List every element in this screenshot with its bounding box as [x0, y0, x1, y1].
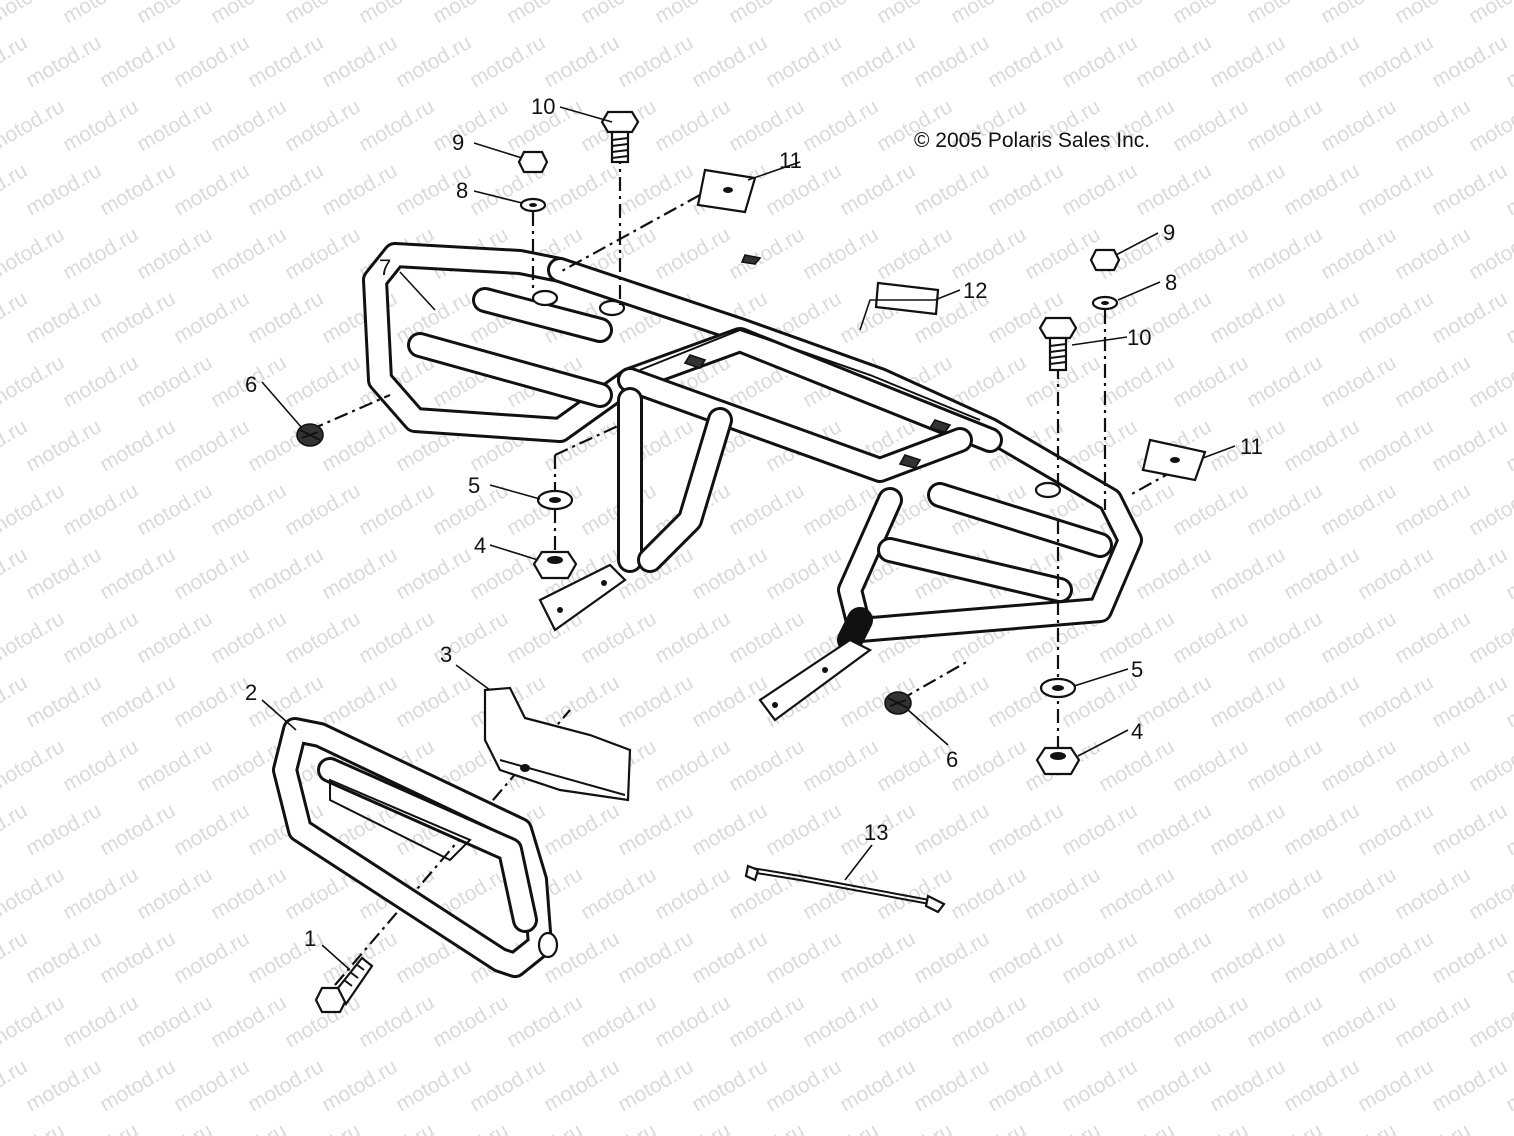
callout-10-left: 10	[531, 94, 555, 119]
callout-9-left: 9	[452, 130, 464, 155]
bolt-10-right	[1038, 316, 1078, 372]
callout-11-left: 11	[779, 148, 802, 173]
callout-1: 1	[304, 926, 316, 951]
callout-7: 7	[379, 255, 391, 280]
cable-tie-13	[744, 864, 946, 914]
callout-11-right: 11	[1240, 434, 1263, 459]
bolt-1	[314, 956, 374, 1014]
callout-6-left: 6	[245, 372, 257, 397]
callout-5-left: 5	[468, 473, 480, 498]
bolt-10-left	[600, 110, 640, 164]
nut-4-left	[532, 550, 578, 580]
callout-2: 2	[245, 680, 257, 705]
callout-8-right: 8	[1165, 270, 1177, 295]
nut-9-right	[1089, 248, 1121, 272]
assembly-lines	[309, 150, 1176, 986]
washer-5-left	[536, 489, 574, 511]
callout-9-right: 9	[1163, 220, 1175, 245]
washer-5-right	[1039, 677, 1077, 699]
nut-4-right	[1035, 746, 1081, 776]
callout-6-right: 6	[946, 747, 958, 772]
copyright-notice: © 2005 Polaris Sales Inc.	[914, 129, 1150, 152]
callout-labels: 10 9 8 11 7 6 12 9 8 10 11 5 4 5 4 6 3 2…	[245, 94, 1263, 951]
bumper-2	[272, 717, 559, 978]
callout-12: 12	[963, 278, 987, 303]
rack-frame	[362, 242, 1143, 722]
callout-4-left: 4	[474, 533, 486, 558]
bracket-3	[483, 686, 632, 802]
nut-9-left	[517, 150, 549, 174]
washer-8-right	[1091, 295, 1119, 311]
clip-11-left	[696, 168, 757, 214]
callout-5-right: 5	[1131, 657, 1143, 682]
plug-6-right	[884, 691, 912, 715]
callout-8-left: 8	[456, 178, 468, 203]
washer-8-left	[519, 197, 547, 213]
decal-12	[874, 281, 940, 316]
callout-10-right: 10	[1127, 325, 1151, 350]
callout-3: 3	[440, 642, 452, 667]
callout-4-right: 4	[1131, 719, 1143, 744]
callout-13: 13	[864, 820, 888, 845]
leader-lines	[261, 106, 1236, 971]
plug-6-left	[296, 423, 324, 447]
clip-11-right	[1141, 438, 1207, 482]
